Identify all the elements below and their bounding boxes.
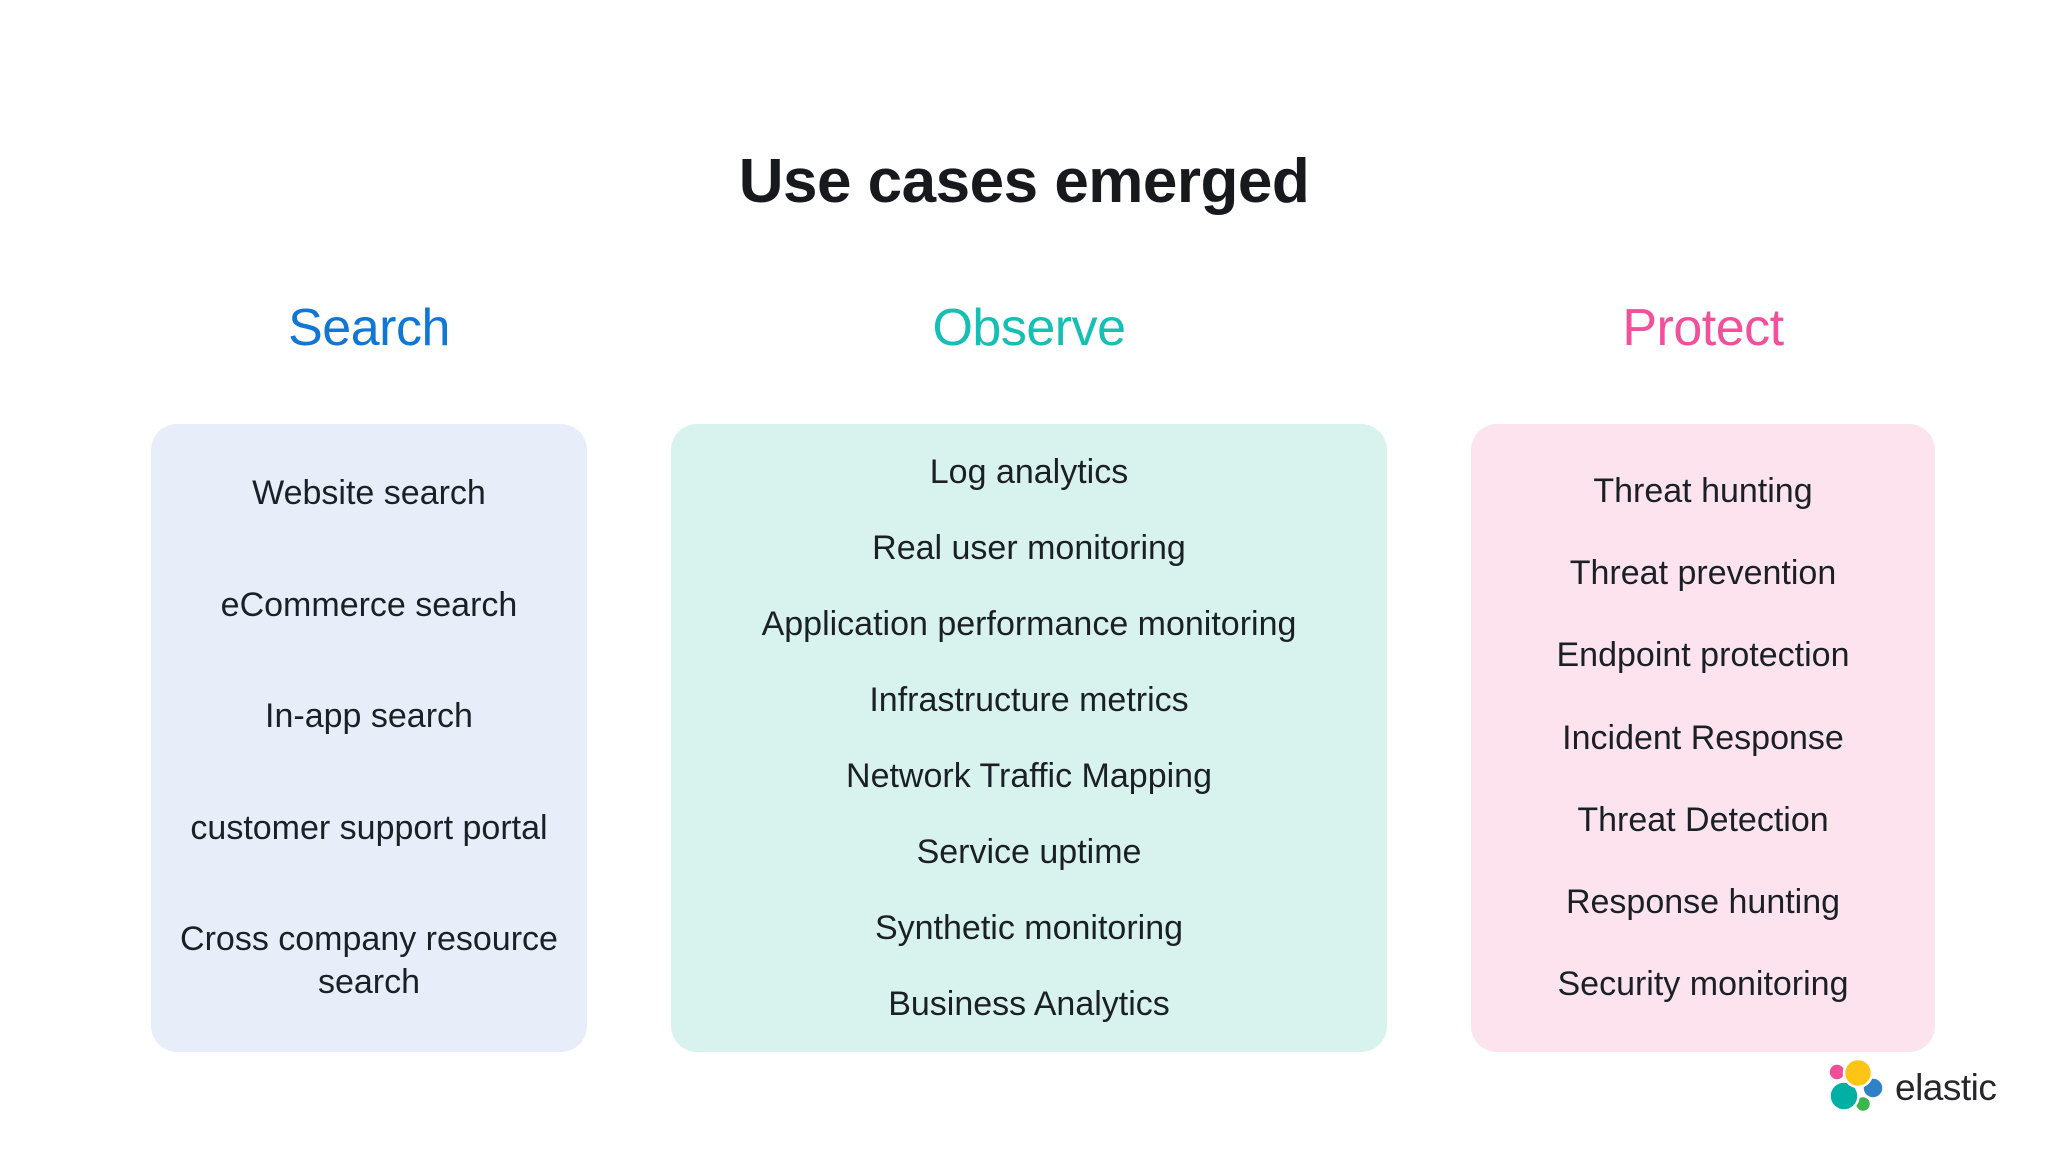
list-item: Threat hunting <box>1593 471 1813 510</box>
brand-wordmark: elastic <box>1895 1067 1997 1108</box>
observe-usecase-box: Log analytics Real user monitoring Appli… <box>671 424 1387 1052</box>
list-item: Endpoint protection <box>1556 636 1850 675</box>
list-item: Infrastructure metrics <box>869 680 1189 719</box>
list-item: Real user monitoring <box>872 528 1186 567</box>
column-heading-protect: Protect <box>1622 299 1784 357</box>
column-heading-search: Search <box>288 299 450 357</box>
list-item: Network Traffic Mapping <box>846 756 1212 795</box>
list-item: Threat prevention <box>1569 554 1837 592</box>
list-item: Website search <box>252 474 486 513</box>
list-item: Application performance monitoring <box>761 604 1297 643</box>
list-item: Security monitoring <box>1557 965 1849 1004</box>
list-item: Incident Response <box>1562 718 1844 757</box>
elastic-logo-icon <box>1827 1058 1885 1114</box>
column-heading-observe: Observe <box>932 299 1126 357</box>
brand-footer: elastic <box>1826 1056 1997 1120</box>
list-item: customer support portal <box>190 808 548 847</box>
list-item: In-app search <box>265 697 473 736</box>
page-title: Use cases emerged <box>738 146 1310 216</box>
search-usecase-box: Website search eCommerce search In-app s… <box>151 424 587 1052</box>
list-item: Response hunting <box>1565 883 1841 922</box>
list-item: Log analytics <box>929 452 1129 491</box>
list-item: Synthetic monitoring <box>874 908 1184 947</box>
list-item: Threat Detection <box>1577 800 1829 839</box>
list-item: Business Analytics <box>888 984 1170 1023</box>
protect-usecase-box: Threat hunting Threat prevention Endpoin… <box>1471 424 1935 1052</box>
list-item: Service uptime <box>916 832 1142 871</box>
list-item: Cross company resource search <box>180 919 558 1001</box>
list-item: eCommerce search <box>220 585 518 624</box>
